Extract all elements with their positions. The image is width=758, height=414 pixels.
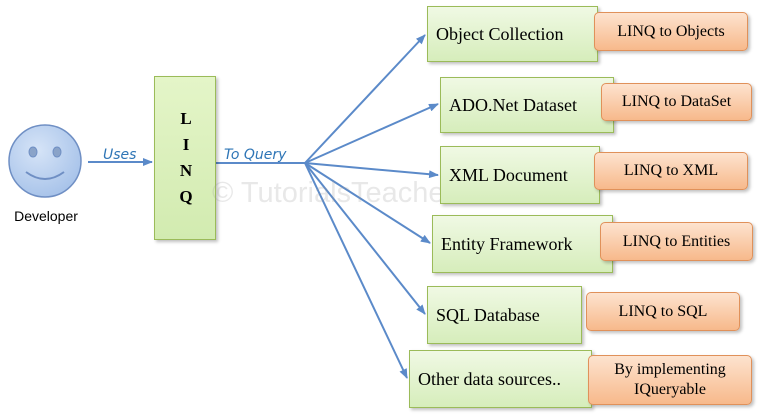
source-entity-framework: Entity Framework (432, 215, 613, 273)
linq-letter-q: Q (179, 187, 193, 206)
linq-letter-l: L (180, 109, 192, 128)
source-xml-document: XML Document (440, 146, 600, 204)
provider-iqueryable-line-1: By implementing (614, 361, 726, 378)
uses-label: Uses (103, 147, 137, 163)
provider-linq-to-entities: LINQ to Entities (600, 222, 753, 261)
arrow-to-other-data-sources (304, 162, 408, 379)
arrow-to-object-collection (304, 34, 426, 164)
provider-linq-to-dataset: LINQ to DataSet (601, 83, 752, 121)
provider-linq-to-objects: LINQ to Objects (594, 12, 748, 51)
provider-linq-to-sql: LINQ to SQL (586, 292, 740, 331)
provider-iqueryable-line-2: IQueryable (634, 381, 706, 398)
source-ado-net-dataset: ADO.Net Dataset (440, 77, 614, 133)
smiley-face-icon (8, 124, 82, 198)
source-object-collection: Object Collection (427, 6, 598, 62)
linq-letter-n: N (179, 161, 193, 180)
arrow-to-entity-framework (304, 162, 431, 244)
linq-box: L I N Q (154, 76, 216, 240)
arrow-to-xml-document (304, 162, 439, 179)
arrow-to-sql-database (304, 162, 426, 315)
to-query-label: To Query (224, 147, 287, 163)
source-other-data-sources: Other data sources.. (409, 350, 592, 408)
arrow-to-ado-net-dataset (304, 103, 439, 164)
linq-letter-i: I (182, 135, 190, 154)
provider-iqueryable: By implementing IQueryable (588, 355, 752, 405)
source-sql-database: SQL Database (427, 286, 582, 344)
developer-label: Developer (14, 208, 78, 224)
provider-linq-to-xml: LINQ to XML (594, 152, 748, 190)
